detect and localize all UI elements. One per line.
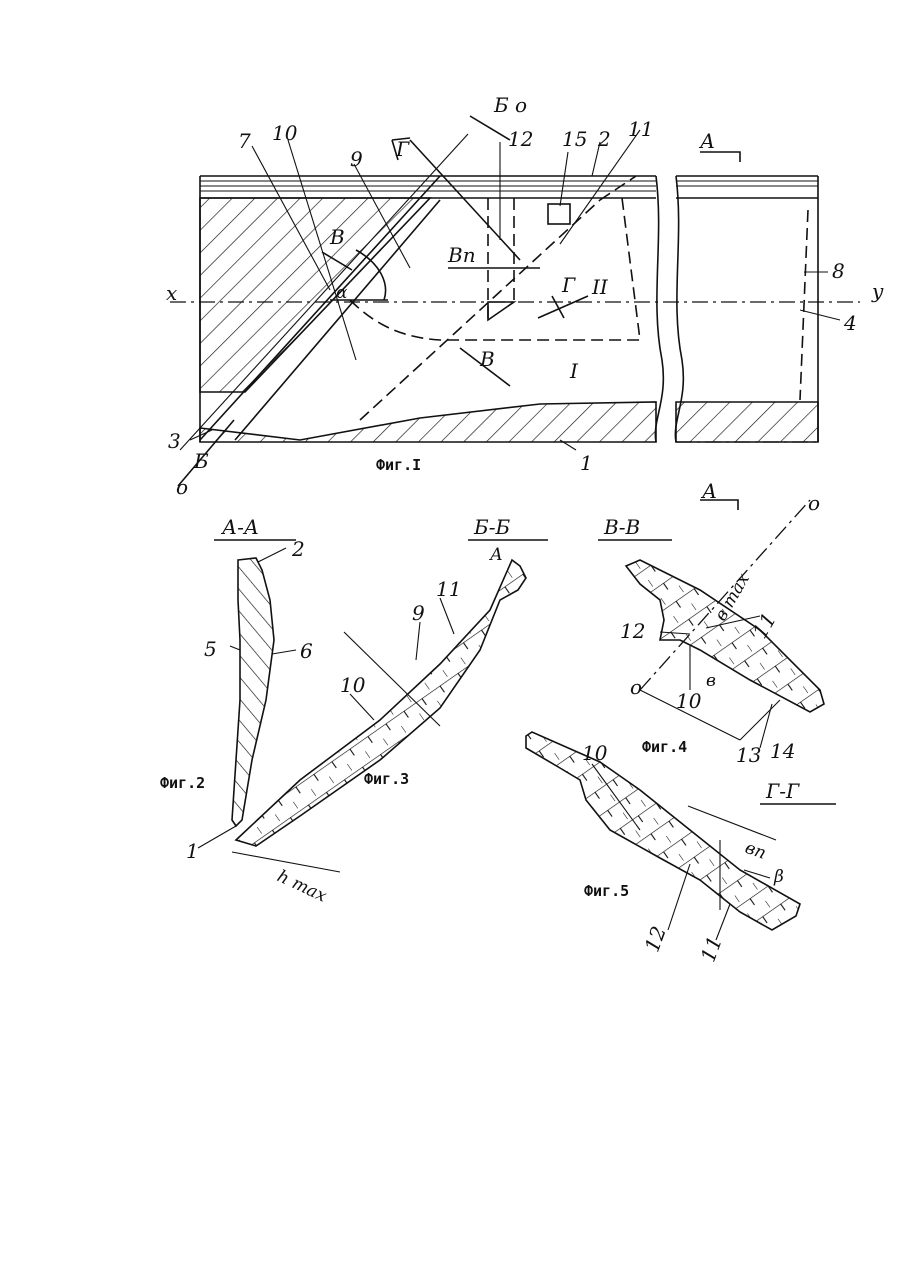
fig5-label-11: 11 bbox=[696, 933, 727, 965]
fig3-view-mark: А bbox=[489, 545, 503, 565]
fig4-label-12: 12 bbox=[620, 619, 645, 643]
fig1-label-alpha: α bbox=[336, 283, 348, 303]
fig2-label-5: 5 bbox=[204, 637, 217, 661]
fig2-label-1: 1 bbox=[186, 839, 199, 863]
fig4-caption: Фиг.4 bbox=[642, 738, 687, 756]
fig5-section-title: Г-Г bbox=[765, 779, 800, 803]
fig3-section-title: Б-Б bbox=[473, 515, 510, 539]
fig1-label-3: 3 bbox=[168, 429, 181, 453]
fig2-caption: Фиг.2 bbox=[160, 774, 205, 792]
fig4-label-o-left: о bbox=[630, 675, 642, 699]
fig2-section-title: А-А bbox=[220, 515, 259, 539]
figure-1: 7 10 9 Г Б о 12 15 2 11 А В Вп Г II I В … bbox=[166, 93, 884, 499]
fig1-label-x: х bbox=[166, 281, 177, 305]
fig5-label-12: 12 bbox=[640, 923, 671, 955]
fig1-bottom-hatched-base bbox=[200, 402, 656, 442]
fig5-label-beta: β bbox=[773, 867, 784, 887]
fig1-label-G-top: Г bbox=[395, 137, 410, 161]
fig1-label-15: 15 bbox=[562, 127, 587, 151]
fig1-label-B-bottom: Б bbox=[193, 449, 209, 473]
fig1-label-II: II bbox=[591, 275, 609, 299]
fig4-section-title: В-В bbox=[603, 515, 640, 539]
fig1-label-2: 2 bbox=[597, 127, 611, 151]
fig1-dashed-profile bbox=[350, 300, 640, 340]
fig1-label-G-mid: Г bbox=[561, 273, 576, 297]
fig1-element-15 bbox=[548, 204, 570, 224]
fig5-caption: Фиг.5 bbox=[584, 882, 629, 900]
fig1-label-B-o: Б о bbox=[493, 93, 527, 117]
fig3-blade-section bbox=[236, 560, 526, 846]
fig1-label-Vp: Вп bbox=[447, 243, 476, 267]
fig3-label-10: 10 bbox=[340, 673, 366, 697]
fig3-label-11: 11 bbox=[436, 577, 461, 601]
fig1-caption: Фиг.I bbox=[376, 456, 421, 474]
fig4-label-bmax: в max bbox=[711, 570, 754, 625]
fig1-label-A: А bbox=[698, 129, 715, 153]
fig1-label-8: 8 bbox=[832, 259, 845, 283]
fig4-label-b: в bbox=[706, 671, 716, 691]
fig4-label-13: 13 bbox=[736, 743, 761, 767]
fig1-right-bottom-base bbox=[676, 402, 818, 442]
fig3-caption: Фиг.3 bbox=[364, 770, 409, 788]
fig2-label-2: 2 bbox=[291, 537, 305, 561]
fig4-label-14: 14 bbox=[770, 739, 795, 763]
fig1-label-o-bottom: о bbox=[176, 475, 188, 499]
fig3-label-hmax: h max bbox=[274, 866, 330, 906]
figure-4: В-В А о в max 11 12 о 10 в 13 14 Фиг.4 bbox=[598, 479, 824, 767]
fig1-label-V-lower: В bbox=[479, 347, 495, 371]
fig1-label-I: I bbox=[569, 359, 579, 383]
fig2-label-6: 6 bbox=[300, 639, 313, 663]
fig5-label-bp: вп bbox=[742, 838, 768, 864]
fig1-label-7: 7 bbox=[238, 129, 251, 153]
fig4-label-o-top: о bbox=[808, 491, 820, 515]
fig1-label-4: 4 bbox=[843, 311, 857, 335]
fig1-label-V-upper: В bbox=[329, 225, 345, 249]
figure-5: Г-Г 10 вп β 12 11 Фиг.5 bbox=[526, 732, 836, 965]
fig1-label-11: 11 bbox=[628, 117, 653, 141]
fig1-label-12: 12 bbox=[508, 127, 533, 151]
figure-3: Б-Б А 11 9 10 h max Фиг.3 bbox=[232, 515, 548, 907]
fig1-label-9: 9 bbox=[350, 147, 363, 171]
fig2-blade-section bbox=[232, 558, 274, 826]
fig4-blade-section bbox=[626, 560, 824, 712]
fig5-label-10: 10 bbox=[582, 741, 608, 765]
fig1-label-y: у bbox=[871, 279, 884, 303]
fig3-label-9: 9 bbox=[412, 601, 425, 625]
fig1-label-10: 10 bbox=[272, 121, 298, 145]
fig1-label-1: 1 bbox=[580, 451, 593, 475]
fig4-label-10: 10 bbox=[676, 689, 702, 713]
